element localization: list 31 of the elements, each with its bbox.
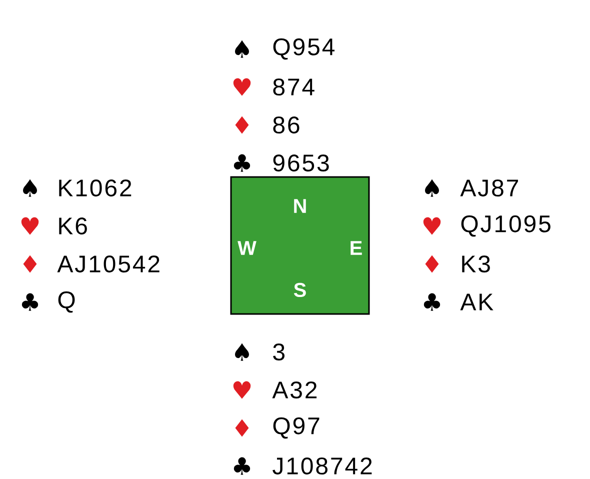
card-holding: K3 [462, 256, 490, 272]
card-holding: 86 [273, 116, 300, 134]
card-holding: Q97 [273, 417, 320, 439]
card-holding: 3 [273, 344, 284, 360]
card-holding: AK [460, 294, 494, 310]
suit-symbol: ♣ [234, 457, 250, 475]
suit-symbol: ♣ [22, 293, 38, 311]
suit-symbol: ♠ [23, 179, 37, 197]
suit-symbol: ♦ [235, 419, 249, 437]
card-holding: Q954 [273, 38, 334, 60]
card-holding: K6 [59, 218, 87, 234]
suit-symbol: ♦ [425, 255, 439, 273]
suit-symbol: ♠ [235, 40, 249, 58]
card-holding: J108742 [272, 458, 372, 474]
suit-symbol: ♠ [425, 179, 439, 197]
suit-symbol: ♥ [423, 217, 441, 235]
suit-symbol: ♠ [235, 343, 249, 361]
suit-symbol: ♦ [235, 116, 249, 134]
card-holding: AJ10542 [57, 256, 160, 272]
card-holding: A32 [272, 382, 317, 398]
suit-symbol: ♣ [424, 293, 440, 311]
card-holding: K1062 [59, 180, 132, 196]
suit-symbol: ♥ [21, 217, 39, 235]
card-holding: QJ1095 [461, 215, 550, 237]
card-holding: 874 [273, 78, 314, 96]
card-holding: Q [58, 291, 75, 313]
suit-symbol: ♥ [233, 381, 251, 399]
suit-symbol: ♦ [23, 255, 37, 273]
card-holding: AJ87 [460, 180, 518, 196]
suit-symbol: ♥ [233, 78, 251, 96]
compass-box: N W E S [230, 176, 370, 315]
